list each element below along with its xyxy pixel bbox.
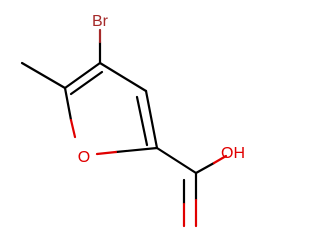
ring-bond-o1-right [95, 150, 118, 156]
hydroxyl-bond [194, 161, 216, 175]
methyl-bond [20, 61, 67, 90]
ring-oxygen-label: O [78, 149, 90, 166]
carboxyl-bond [155, 146, 198, 175]
molecule-canvas: Br O OH [20, 13, 245, 228]
ring-bond-c5-c4-double [69, 70, 104, 96]
ring-bond-c3-c2-double [135, 95, 149, 147]
hydroxyl-bond-red [212, 154, 228, 165]
ring-bond-c5-o1 [63, 86, 73, 122]
hydroxyl-label: OH [221, 145, 245, 162]
ring-bond-o1-left [69, 118, 77, 139]
ring-bond-c5-c4 [63, 61, 102, 90]
ring-bond-c4-c3 [98, 61, 148, 93]
ring-bond-c3-c2 [144, 89, 159, 150]
bromine-label: Br [92, 13, 109, 30]
structure-diagram: Br O OH [20, 13, 245, 228]
ring-bond-c2-o1 [114, 146, 159, 154]
